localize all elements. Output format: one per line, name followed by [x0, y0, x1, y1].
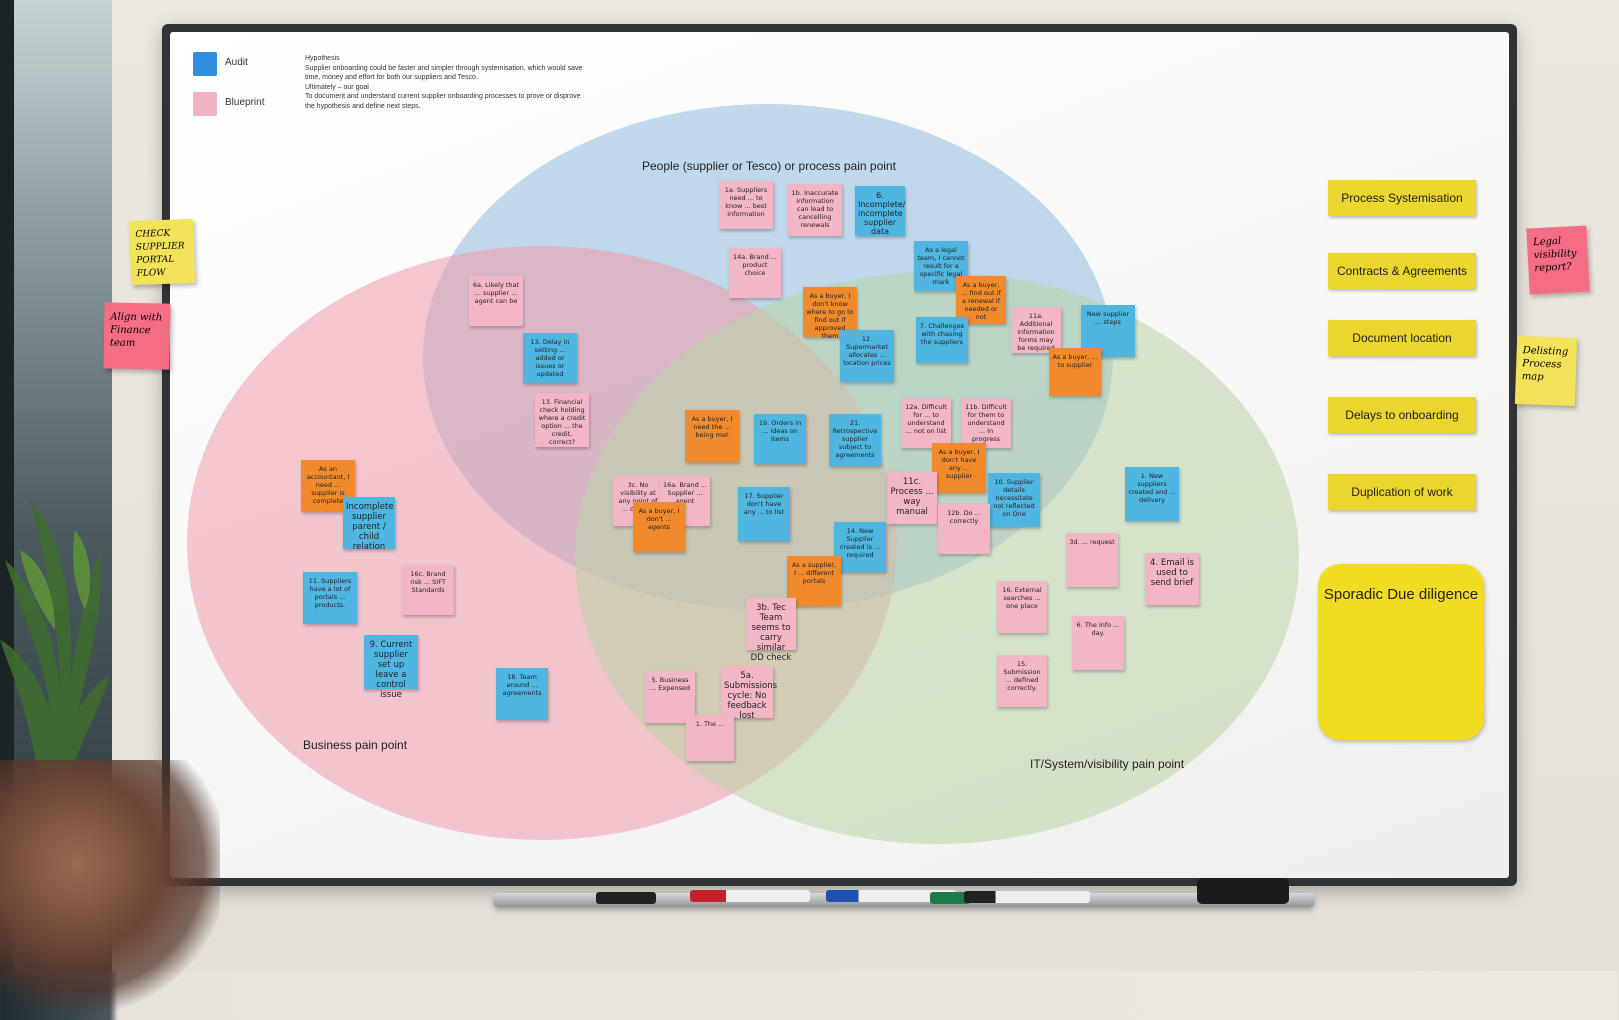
legend-label-audit: Audit	[225, 57, 248, 68]
sticky-note: 6. Incomplete/ incomplete supplier data	[855, 186, 906, 236]
hypothesis-line: the hypothesis and define next steps.	[305, 102, 421, 110]
sticky-note: 11a. Additional information forms may be…	[1011, 307, 1061, 353]
sticky-note: 21. Retrospective supplier subject to ag…	[829, 414, 881, 466]
sticky-note: 14. New Supplier created is ... required	[834, 522, 886, 572]
sticky-note: As a buyer, I don't know where to go to …	[803, 287, 857, 340]
black-marker-2[interactable]	[964, 891, 1090, 903]
sticky-note: 1b. Inaccurate information can lead to c…	[788, 184, 842, 236]
legend-swatch-blueprint	[193, 92, 217, 116]
sticky-note: As a buyer, ... to supplier	[1049, 348, 1101, 396]
hypothesis-line: time, money and effort for both our supp…	[305, 74, 478, 81]
sticky-note: As a buyer, I don't ... agents	[633, 502, 685, 552]
sticky-note: Incomplete supplier parent / child relat…	[343, 497, 395, 552]
sticky-note: 15. Submission ... defined correctly.	[997, 655, 1047, 707]
sticky-note: 10. Supplier details necessitate not ref…	[988, 473, 1040, 527]
sticky-note: 6a. Likely that ... supplier ... agent c…	[469, 276, 523, 326]
foreground-person-blur	[0, 760, 220, 1020]
category-card: Delays to onboarding	[1328, 397, 1476, 433]
sticky-note: 1a. Suppliers need ... to know ... best …	[719, 181, 773, 229]
hypothesis-line: Supplier onboarding could be faster and …	[305, 64, 583, 72]
sticky-note: 11b. Difficult for them to understand ..…	[961, 398, 1011, 448]
sticky-note: 13. Delay in setting ... added or issues…	[523, 333, 577, 383]
blue-marker[interactable]	[826, 890, 956, 902]
sticky-note: 12. Supermarket allocates ... location p…	[840, 330, 894, 382]
people-circle-label: People (supplier or Tesco) or process pa…	[642, 159, 896, 173]
sticky-note: As a buyer, I need the ... being met	[685, 410, 739, 462]
legal-visibility-note: Legal visibility report?	[1526, 225, 1590, 295]
sticky-note: 1. New suppliers created and ... deliver…	[1125, 467, 1179, 521]
sticky-note: As a buyer, ... find out if a renewal if…	[956, 276, 1006, 324]
sticky-note: 11c. Process ... way manual	[887, 472, 937, 524]
sticky-note: 9. Current supplier set up leave a contr…	[364, 635, 418, 700]
sticky-note: As a buyer, I don't have any ... supplie…	[932, 443, 986, 493]
sticky-note: 7. Challenges with chasing the suppliers	[916, 317, 968, 363]
hypothesis-heading: Hypothesis	[305, 55, 340, 62]
green-marker[interactable]	[930, 892, 970, 904]
hypothesis-text: Hypothesis Supplier onboarding could be …	[305, 54, 583, 111]
sticky-note: 3d. ... request	[1066, 533, 1118, 587]
business-circle-label: Business pain point	[303, 738, 408, 752]
sticky-note: 16c. Brand risk ... SIFT Standards	[402, 565, 454, 615]
sticky-note: 17. Supplier don't have any ... to list	[738, 487, 790, 541]
sticky-note: 3b. Tec Team seems to carry similar DD c…	[746, 598, 796, 663]
legend-swatch-audit	[193, 52, 217, 76]
sticky-note: 19. Orders in ... ideas on items	[754, 414, 806, 464]
category-card: Contracts & Agreements	[1328, 253, 1476, 289]
hypothesis-line: Ultimately – our goal	[305, 83, 369, 91]
align-finance-note: Align with Finance team	[103, 302, 171, 370]
sticky-note: 6. The info ... day.	[1072, 616, 1124, 670]
it-circle-label: IT/System/visibility pain point	[1030, 757, 1185, 771]
window-frame	[0, 0, 14, 971]
sticky-note: 11. Suppliers have a lot of portals ... …	[303, 572, 357, 624]
black-marker[interactable]	[596, 892, 656, 904]
potted-plant	[0, 500, 110, 790]
sticky-note: 1. The ...	[686, 715, 734, 761]
category-card: Duplication of work	[1328, 474, 1476, 510]
sticky-note: 18. Team around ... agreements	[496, 668, 548, 720]
delisting-note: Delisting Process map	[1514, 335, 1578, 407]
sticky-note: 5a. Submissions cycle: No feedback lost	[721, 666, 777, 721]
check-portal-note: CHECK SUPPLIER PORTAL FLOW	[128, 218, 196, 286]
hypothesis-line: To document and understand current suppl…	[305, 93, 581, 100]
sticky-note: 16. External searches ... one place	[997, 581, 1047, 633]
whiteboard-eraser[interactable]	[1197, 878, 1289, 904]
category-card: Document location	[1328, 320, 1476, 356]
sticky-note: 12b. Do ... correctly	[938, 504, 990, 554]
red-marker[interactable]	[690, 890, 810, 902]
sticky-note: 4. Email is used to send brief	[1145, 553, 1199, 605]
sporadic-due-diligence-card: Sporadic Due diligence	[1318, 564, 1484, 740]
sticky-note: 14a. Brand ... product choice	[729, 248, 781, 298]
sticky-note: 5. Business ... Expensed	[645, 671, 695, 723]
category-card: Process Systemisation	[1328, 180, 1476, 216]
sticky-note: 13. Financial check holding where a cred…	[535, 393, 589, 447]
sticky-note: 12a. Difficult for ... to understand ...…	[901, 398, 951, 448]
legend-label-blueprint: Blueprint	[225, 97, 265, 108]
sticky-note: As a supplier, I ... different portals	[787, 556, 841, 606]
